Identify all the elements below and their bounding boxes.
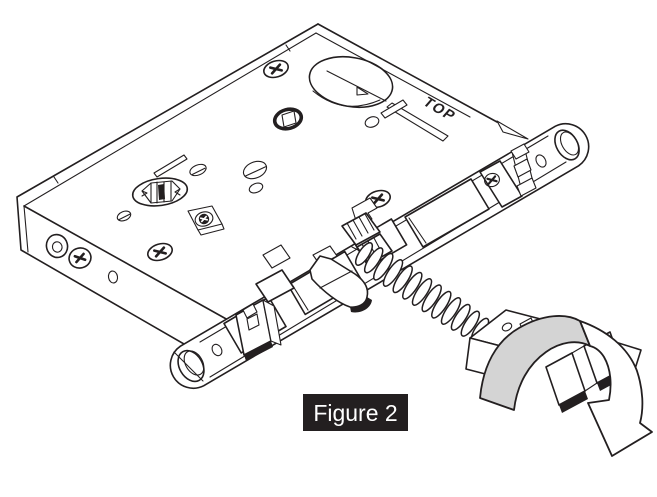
case-right-inner-edge xyxy=(315,32,471,118)
screw-top xyxy=(263,59,289,79)
opening-depth-lines xyxy=(292,217,427,311)
figure-label-box xyxy=(303,394,408,431)
deadbolt-opening xyxy=(404,178,490,248)
top-marking: TOP xyxy=(419,95,459,125)
auxiliary-latch xyxy=(235,269,295,361)
screw-face-lower xyxy=(147,242,173,262)
cylinder-hole xyxy=(308,55,394,109)
top-orientation-mark xyxy=(380,99,449,142)
case-edge-notches xyxy=(53,44,291,184)
spindle-hub xyxy=(131,177,189,207)
mounting-ear xyxy=(535,129,580,168)
angled-slot xyxy=(153,154,188,178)
rotation-arrow xyxy=(479,315,653,457)
cam-slot-line xyxy=(326,70,387,102)
case-front-band xyxy=(45,233,119,284)
small-hole-1 xyxy=(364,116,380,128)
case-right-edge xyxy=(317,23,498,123)
band-ring-hole xyxy=(45,233,69,259)
faceplate-lower-hole xyxy=(177,349,205,383)
cylinder-counterbore xyxy=(312,90,381,107)
stop-tab xyxy=(262,244,291,269)
halfmoon-hole xyxy=(242,160,268,180)
faceplate-small-hole-lower xyxy=(211,343,223,357)
band-small-hole xyxy=(107,270,119,284)
figure-label: Figure 2 xyxy=(303,394,408,431)
rotation-arrow-head xyxy=(579,320,653,457)
case-corner-tab xyxy=(496,120,529,140)
figure-label-text: Figure 2 xyxy=(313,400,397,426)
latch-lever xyxy=(309,255,372,313)
case-front-crease xyxy=(23,205,238,326)
deadlatch-assembly xyxy=(479,143,537,208)
case-top-inner-edge xyxy=(23,32,317,253)
band-screw xyxy=(68,247,92,269)
small-oval-hole xyxy=(248,182,264,194)
cam-pointer xyxy=(356,86,369,96)
compression-spring xyxy=(351,242,490,343)
case-outline xyxy=(16,23,319,360)
collar-screw xyxy=(187,205,225,236)
oval-hole-left xyxy=(189,163,207,177)
deadbolt-hub xyxy=(272,107,304,131)
oval-hole-hub xyxy=(116,210,132,222)
